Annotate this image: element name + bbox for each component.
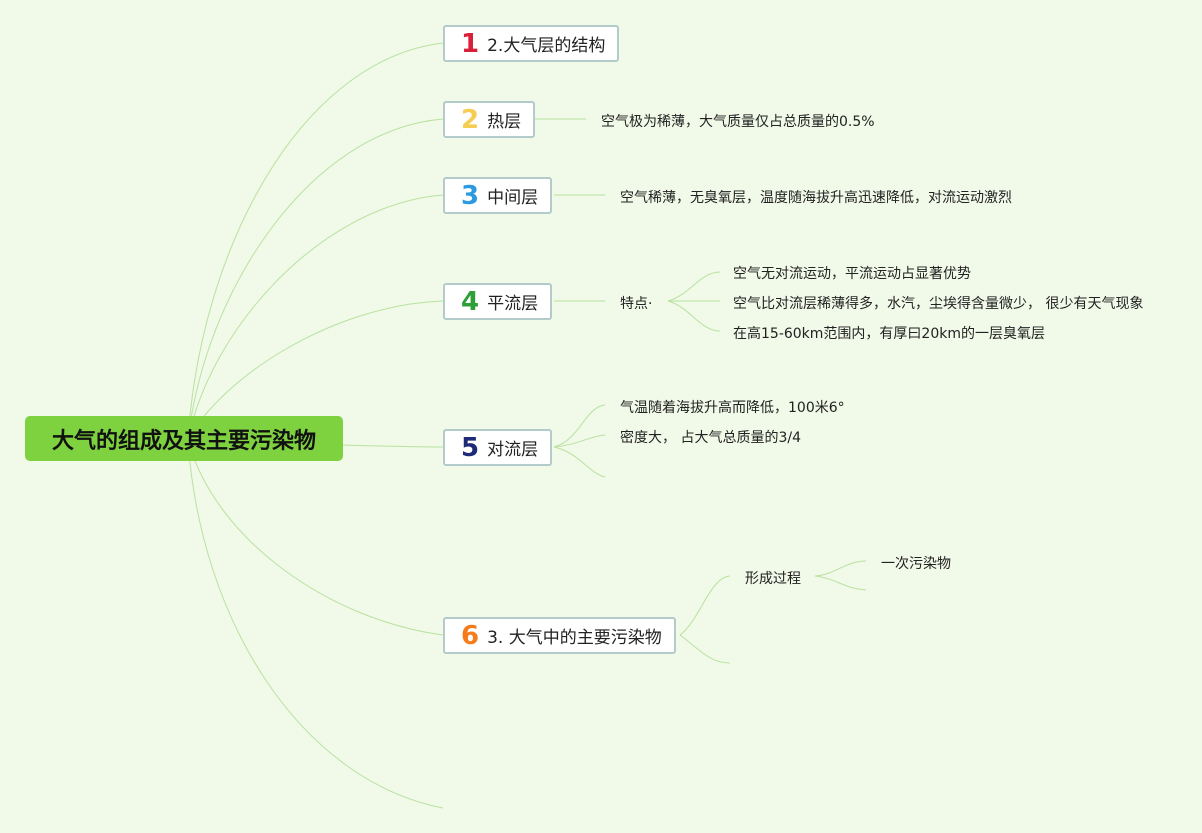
branch-thermosphere[interactable]: 2 热层: [443, 101, 536, 138]
number-5-icon: 5: [461, 432, 480, 463]
branch-label: 热层: [487, 112, 522, 132]
branch-label: 3. 大气中的主要污染物: [487, 628, 662, 648]
branch-troposphere[interactable]: 5 对流层: [443, 429, 553, 466]
stratosphere-feature-label[interactable]: 特点·: [620, 296, 653, 312]
branch-label: 对流层: [487, 440, 539, 460]
connector-tropo-item1: [553, 404, 606, 448]
root-topic[interactable]: 大气的组成及其主要污染物: [25, 416, 343, 461]
branch-atmosphere-structure[interactable]: 1 2.大气层的结构: [443, 25, 620, 62]
thermosphere-detail[interactable]: 空气极为稀薄，大气质量仅占总质量的0.5%: [601, 114, 875, 130]
branch-label: 中间层: [487, 188, 539, 208]
number-4-icon: 4: [461, 286, 480, 317]
connector-poll-empty: [679, 634, 731, 664]
number-6-icon: 6: [461, 620, 480, 651]
connector-strato-item3: [667, 300, 721, 332]
connector-strato-item1: [667, 271, 721, 302]
connector-root-b5: [342, 444, 444, 448]
root-topic-label: 大气的组成及其主要污染物: [51, 428, 316, 454]
primary-pollutant-item[interactable]: 一次污染物: [881, 556, 951, 572]
branch-label: 2.大气层的结构: [487, 36, 606, 56]
troposphere-detail[interactable]: 气温随着海拔升高而降低，100米6°: [620, 400, 845, 416]
stratosphere-feature-item[interactable]: 空气比对流层稀薄得多，水汽，尘埃得含量微少， 很少有天气现象: [733, 296, 1144, 312]
number-3-icon: 3: [461, 180, 480, 211]
mesosphere-detail[interactable]: 空气稀薄，无臭氧层，温度随海拔升高迅速降低，对流运动激烈: [620, 190, 1012, 206]
connector-root-b1: [187, 42, 444, 441]
troposphere-detail[interactable]: 密度大， 占大气总质量的3/4: [620, 430, 801, 446]
connector-process-empty: [814, 575, 867, 591]
branch-stratosphere[interactable]: 4 平流层: [443, 283, 553, 320]
stratosphere-feature-item[interactable]: 在高15-60km范围内，有厚曰20km的一层臭氧层: [733, 326, 1045, 342]
stratosphere-feature-item[interactable]: 空气无对流运动，平流运动占显著优势: [733, 266, 971, 282]
number-1-icon: 1: [461, 28, 480, 59]
branch-mesosphere[interactable]: 3 中间层: [443, 177, 553, 214]
branch-label: 平流层: [487, 294, 539, 314]
connector-root-b6: [187, 439, 444, 636]
number-2-icon: 2: [461, 104, 480, 135]
connector-tropo-item3: [553, 446, 606, 478]
connector-root-b2: [187, 118, 444, 441]
connector-root-b7: [187, 439, 444, 809]
connector-process-primary: [814, 560, 867, 577]
connector-poll-process: [679, 575, 731, 636]
connector-root-b3: [187, 194, 444, 441]
branch-main-pollutants[interactable]: 6 3. 大气中的主要污染物: [443, 617, 676, 654]
pollutant-process-label[interactable]: 形成过程: [745, 571, 801, 587]
connector-tropo-item2: [553, 434, 606, 448]
